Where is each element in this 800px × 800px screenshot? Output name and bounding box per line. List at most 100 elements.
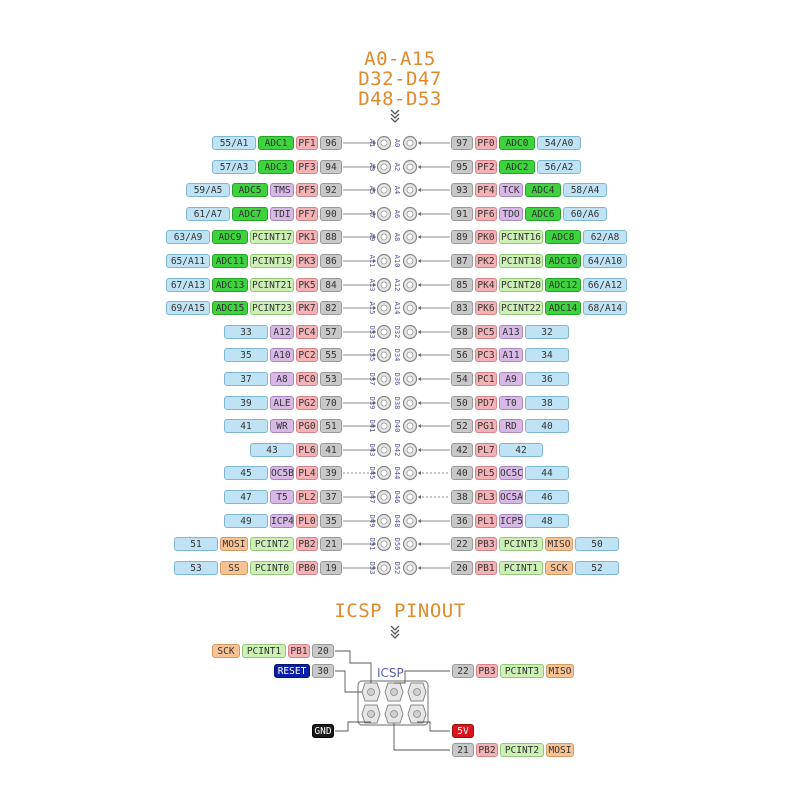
- arrow-left-icon: [418, 495, 421, 499]
- left-ard-label: 90: [320, 207, 342, 221]
- left-pnum-label: 53: [174, 561, 218, 575]
- right-pnum-label: 52: [575, 561, 619, 575]
- pin-hole: [406, 375, 414, 383]
- right-pnum-label: 64/A10: [583, 254, 627, 268]
- left-func-label: ALE: [270, 396, 294, 410]
- arrow-right-icon: [373, 353, 376, 357]
- pin-name-right: D46: [393, 491, 401, 504]
- left-pcint-label: PCINT19: [250, 254, 294, 268]
- left-func-label: A10: [270, 348, 294, 362]
- right-func-label: TCK: [499, 183, 523, 197]
- pin-hole: [380, 493, 388, 501]
- left-port-label: PC4: [296, 325, 318, 339]
- right-func-label: A13: [499, 325, 523, 339]
- pin-hole: [406, 399, 414, 407]
- right-ard-label: 42: [451, 443, 473, 457]
- left-ard-label: 82: [320, 301, 342, 315]
- right-pcint-label: PCINT3: [499, 537, 543, 551]
- left-ard-label: 37: [320, 490, 342, 504]
- arrow-left-icon: [418, 141, 421, 145]
- left-pnum-label: 51: [174, 537, 218, 551]
- title-arrow-chevron-icon: [390, 117, 400, 123]
- right-ard-label: 52: [451, 419, 473, 433]
- left-port-label: PF3: [296, 160, 318, 174]
- pin-hole: [380, 163, 388, 171]
- pin-hole: [380, 304, 388, 312]
- arrow-left-icon: [418, 542, 421, 546]
- arrow-left-icon: [418, 424, 421, 428]
- left-adc-label: ADC9: [212, 230, 248, 244]
- left-port-label: PB0: [296, 561, 318, 575]
- left-pnum-label: 67/A13: [166, 278, 210, 292]
- pin-name-right: A4: [393, 186, 401, 194]
- title-line-3: D48-D53: [358, 88, 442, 110]
- right-adc-label: ADC2: [499, 160, 535, 174]
- left-port-label: PG0: [296, 419, 318, 433]
- pin-hole: [406, 493, 414, 501]
- left-ard-label: 92: [320, 183, 342, 197]
- left-pnum-label: 41: [224, 419, 268, 433]
- arrow-left-icon: [418, 566, 421, 570]
- pin-hole: [406, 281, 414, 289]
- pin-name-right: A10: [393, 255, 401, 268]
- pin-hole: [406, 564, 414, 572]
- left-port-label: PL2: [296, 490, 318, 504]
- icsp-left-gnd-label: GND: [312, 724, 334, 738]
- left-pnum-label: 57/A3: [212, 160, 256, 174]
- pin-hole: [406, 469, 414, 477]
- left-spi-label: SS: [220, 561, 248, 575]
- pin-name-right: D48: [393, 515, 401, 528]
- left-pcint-label: PCINT21: [250, 278, 294, 292]
- icsp-right-ard-label: 21: [452, 743, 474, 757]
- left-adc-label: ADC5: [232, 183, 268, 197]
- arrow-right-icon: [373, 283, 376, 287]
- right-pnum-label: 48: [525, 514, 569, 528]
- left-pnum-label: 65/A11: [166, 254, 210, 268]
- pin-hole: [406, 139, 414, 147]
- pin-hole: [380, 399, 388, 407]
- title-line-2: D32-D47: [358, 68, 442, 90]
- right-pnum-label: 62/A8: [583, 230, 627, 244]
- pin-name-right: D44: [393, 467, 401, 480]
- right-ard-label: 85: [451, 278, 473, 292]
- right-port-label: PF4: [475, 183, 497, 197]
- right-pcint-label: PCINT1: [499, 561, 543, 575]
- icsp-left-spi-label: SCK: [212, 644, 240, 658]
- left-pnum-label: 55/A1: [212, 136, 256, 150]
- pin-name-right: A8: [393, 233, 401, 241]
- left-ard-label: 51: [320, 419, 342, 433]
- right-spi-label: MISO: [545, 537, 573, 551]
- left-ard-label: 41: [320, 443, 342, 457]
- arrow-right-icon: [373, 542, 376, 546]
- title-line-1: A0-A15: [364, 48, 436, 70]
- right-port-label: PL3: [475, 490, 497, 504]
- left-port-label: PF5: [296, 183, 318, 197]
- left-func-label: OC5B: [270, 466, 294, 480]
- pin-hole: [380, 540, 388, 548]
- wire-5v: [417, 721, 450, 732]
- right-pcint-label: PCINT20: [499, 278, 543, 292]
- left-port-label: PK1: [296, 230, 318, 244]
- right-pnum-label: 34: [525, 348, 569, 362]
- right-ard-label: 38: [451, 490, 473, 504]
- pin-hole: [380, 210, 388, 218]
- right-port-label: PC5: [475, 325, 497, 339]
- arrow-right-icon: [373, 566, 376, 570]
- left-pnum-label: 63/A9: [166, 230, 210, 244]
- left-port-label: PG2: [296, 396, 318, 410]
- right-pcint-label: PCINT22: [499, 301, 543, 315]
- icsp-right-port-label: PB3: [476, 664, 498, 678]
- right-ard-label: 89: [451, 230, 473, 244]
- left-pnum-label: 35: [224, 348, 268, 362]
- left-port-label: PC0: [296, 372, 318, 386]
- title-arrow-chevron-icon: [390, 109, 400, 115]
- pin-name-right: D34: [393, 349, 401, 362]
- right-adc-label: ADC12: [545, 278, 581, 292]
- pin-name-right: A2: [393, 163, 401, 171]
- right-ard-label: 54: [451, 372, 473, 386]
- right-ard-label: 50: [451, 396, 473, 410]
- arrow-right-icon: [373, 259, 376, 263]
- arrow-right-icon: [373, 471, 376, 475]
